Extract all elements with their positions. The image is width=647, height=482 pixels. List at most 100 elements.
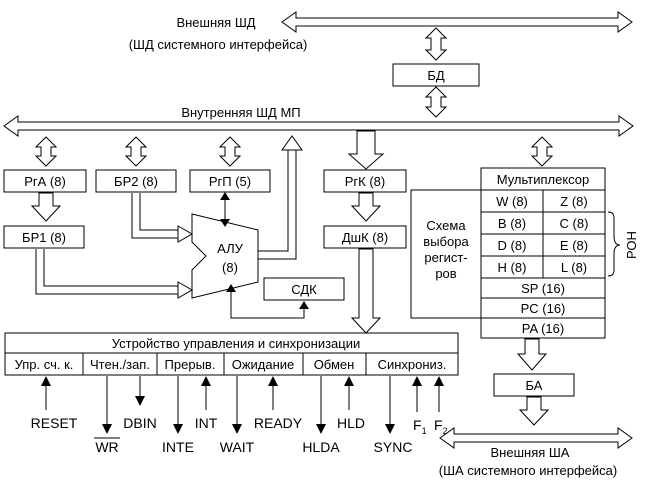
reg-d-label: D (8) xyxy=(498,238,527,253)
inte-signal-arrowhead xyxy=(173,424,183,434)
external-data-bus-subtitle: (ШД системного интерфейса) xyxy=(129,37,308,52)
rga-block xyxy=(3,169,87,193)
reg-pa-label: PA (16) xyxy=(522,321,564,336)
section-sync: Синхрониз. xyxy=(378,357,447,372)
alu-label: АЛУ xyxy=(217,241,243,256)
hld-signal-label: HLD xyxy=(337,415,365,431)
ron-label: РОН xyxy=(624,231,639,259)
reg-l-label: L (8) xyxy=(561,260,587,275)
rgp-alu-arrowhead-down xyxy=(220,219,230,227)
br1-alu-arrowhead xyxy=(177,281,194,299)
ba-block xyxy=(493,373,575,397)
ron-brace xyxy=(607,211,621,277)
rga-br1-arrow xyxy=(30,192,62,222)
wr-signal-label: WR xyxy=(95,439,118,455)
hlda-signal-label: HLDA xyxy=(302,439,340,455)
dbin-signal-arrowhead xyxy=(135,396,145,406)
int-signal-arrowhead xyxy=(201,376,211,386)
ready-signal-arrowhead xyxy=(268,376,278,386)
reg-z-label: Z (8) xyxy=(560,194,587,209)
mux-label: Мультиплексор xyxy=(497,172,590,187)
section-interrupt: Прерыв. xyxy=(165,357,216,372)
wait-signal-label: WAIT xyxy=(220,439,255,455)
pa-ba-arrow xyxy=(516,338,548,371)
f2-subscript: 2 xyxy=(443,426,448,436)
section-read-write: Чтен./зап. xyxy=(90,357,150,372)
bd-internal-bus-link-arrow xyxy=(424,86,448,118)
bus-rga-link-arrow xyxy=(34,136,58,167)
external-address-bus-arrow xyxy=(439,427,633,449)
rgk-label: РгК (8) xyxy=(345,174,386,189)
ba-address-bus-arrow xyxy=(518,396,550,426)
bus-rgp-link-arrow xyxy=(218,136,242,167)
alu-bus-arrowhead xyxy=(281,135,303,151)
sync-signal-label: SYNC xyxy=(374,439,413,455)
internal-data-bus-title: Внутренняя ШД МП xyxy=(181,105,300,120)
rgk-block xyxy=(323,169,407,193)
rgk-dshk-arrow xyxy=(350,192,382,222)
int-signal-label: INT xyxy=(195,415,218,431)
rgp-label: РгП (5) xyxy=(209,174,251,189)
alu-width-label: (8) xyxy=(222,260,238,275)
bus-mux-link-arrow xyxy=(530,136,554,167)
f2-letter: F xyxy=(434,417,443,433)
reg-c-label: C (8) xyxy=(560,216,589,231)
ready-signal-label: READY xyxy=(254,415,303,431)
f2-signal-arrowhead xyxy=(434,376,444,386)
reg-h-label: H (8) xyxy=(498,260,527,275)
alu-block xyxy=(191,213,259,299)
register-select-label-2: выбора xyxy=(423,234,469,249)
control-unit-block xyxy=(4,332,459,376)
f1-letter: F xyxy=(413,417,422,433)
sync-signal-arrowhead xyxy=(385,424,395,434)
bd-block xyxy=(392,63,480,87)
reg-pa xyxy=(480,317,606,339)
rgp-block xyxy=(189,169,271,193)
rgp-alu-arrowhead-up xyxy=(220,192,230,200)
bus-br2-link-arrow xyxy=(124,136,148,167)
alu-sdk-arrowhead-sdk xyxy=(299,301,309,309)
control-unit-title: Устройство управления и синхронизации xyxy=(112,336,361,351)
br2-alu-connector xyxy=(131,193,178,239)
dshk-control-unit-arrow xyxy=(350,248,382,334)
reg-e-label: E (8) xyxy=(560,238,588,253)
br2-block xyxy=(95,169,177,193)
section-wait: Ожидание xyxy=(232,357,295,372)
internal-data-bus-arrow xyxy=(3,115,634,137)
register-select-label-1: Схема xyxy=(426,218,466,233)
ba-label: БА xyxy=(526,378,543,393)
reset-signal-label: RESET xyxy=(31,415,78,431)
dbin-signal-label: DBIN xyxy=(123,415,156,431)
dshk-label: ДшК (8) xyxy=(342,230,388,245)
hld-signal-arrowhead xyxy=(344,376,354,386)
br1-label: БР1 (8) xyxy=(22,230,66,245)
register-file-block xyxy=(410,189,482,319)
section-exchange: Обмен xyxy=(314,357,355,372)
bus-rgk-link-arrow xyxy=(347,130,385,170)
wr-signal-arrowhead xyxy=(102,424,112,434)
reg-pc-label: PC (16) xyxy=(521,301,566,316)
f1-subscript: 1 xyxy=(422,426,427,436)
f1-signal-label: F1 xyxy=(413,417,427,436)
br2-label: БР2 (8) xyxy=(114,174,158,189)
f1-signal-arrowhead xyxy=(412,376,422,386)
external-address-bus-title: Внешняя ША xyxy=(491,445,570,460)
alu-sdk-connector xyxy=(230,290,305,319)
sdk-block xyxy=(263,277,345,301)
f2-signal-label: F2 xyxy=(434,417,448,436)
register-select-label-3: регист- xyxy=(424,250,467,265)
register-select-label-4: ров xyxy=(435,266,456,281)
dshk-block xyxy=(323,225,407,249)
bd-label: БД xyxy=(427,68,445,83)
section-counter-control: Упр. сч. к. xyxy=(15,357,74,372)
external-address-bus-subtitle: (ША системного интерфейса) xyxy=(439,463,617,478)
br1-alu-connector xyxy=(35,249,178,295)
wait-signal-arrowhead xyxy=(232,424,242,434)
reg-sp-label: SP (16) xyxy=(521,281,565,296)
rga-label: РгА (8) xyxy=(24,174,66,189)
external-data-bus-arrow xyxy=(281,11,633,33)
reg-b-label: B (8) xyxy=(498,216,526,231)
external-data-bus-title: Внешняя ШД xyxy=(176,15,255,30)
alu-bus-connector xyxy=(258,150,297,260)
